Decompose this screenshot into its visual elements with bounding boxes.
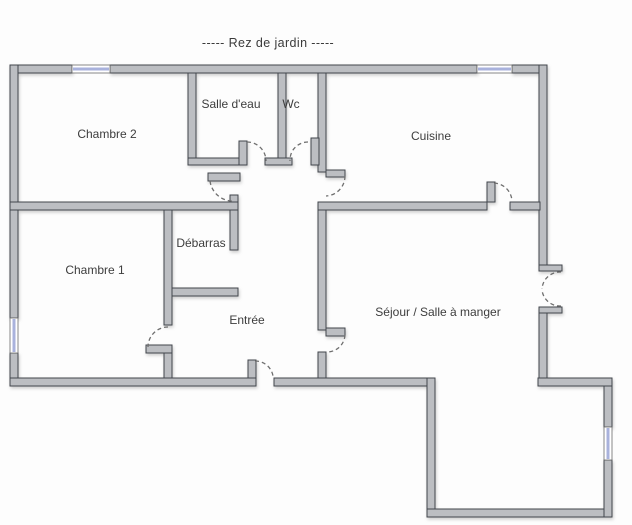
door-swing-arc	[541, 289, 562, 307]
door-swing-arc	[254, 360, 274, 377]
doors-layer	[147, 141, 562, 377]
wall-segment	[9, 377, 257, 387]
walls-layer	[9, 64, 613, 518]
wall-segment	[538, 306, 563, 314]
door-leaf	[207, 172, 241, 182]
wall-segment	[109, 64, 478, 74]
room-label-cuisine: Cuisine	[410, 129, 452, 143]
door-swing-arc	[289, 141, 309, 162]
wall-segment	[603, 384, 613, 428]
room-label-chambre-1: Chambre 1	[65, 263, 125, 277]
room-label-salle-deau: Salle d'eau	[201, 97, 261, 111]
wall-segment	[163, 287, 239, 297]
wall-segment	[426, 508, 613, 518]
wall-segment	[317, 351, 327, 379]
wall-segment	[163, 209, 173, 326]
wall-segment	[229, 194, 239, 203]
wall-segment	[603, 459, 613, 518]
wall-segment	[9, 64, 73, 74]
wall-segment	[163, 352, 173, 379]
wall-segment	[317, 209, 327, 331]
wall-segment	[273, 377, 436, 387]
door-leaf	[238, 140, 248, 166]
wall-segment	[509, 201, 541, 211]
wall-segment	[187, 72, 197, 166]
room-label-sejour-salle-a-manger: Séjour / Salle à manger	[375, 305, 501, 319]
door-swing-arc	[325, 175, 346, 197]
door-leaf	[310, 137, 320, 166]
windows-layer	[9, 64, 613, 461]
door-swing-arc	[493, 182, 513, 202]
door-leaf	[325, 169, 346, 178]
window-glass	[73, 67, 109, 71]
door-swing-arc	[541, 271, 562, 290]
wall-segment	[426, 377, 436, 518]
door-leaf	[247, 359, 257, 379]
wall-segment	[538, 312, 548, 379]
door-leaf	[145, 344, 173, 354]
room-label-entree: Entrée	[229, 313, 265, 327]
door-swing-arc	[246, 141, 267, 162]
window-glass	[606, 428, 610, 459]
plan-title: ----- Rez de jardin -----	[201, 36, 335, 50]
wall-segment	[9, 201, 239, 211]
door-leaf	[486, 181, 496, 203]
door-swing-arc	[209, 180, 233, 202]
window-glass	[12, 319, 16, 352]
wall-segment	[187, 157, 240, 166]
door-swing-arc	[326, 334, 346, 353]
wall-segment	[229, 209, 239, 251]
wall-segment	[9, 64, 19, 319]
window-glass	[478, 67, 511, 71]
wall-segment	[277, 72, 287, 159]
room-label-chambre-2: Chambre 2	[77, 127, 137, 141]
wall-segment	[538, 64, 548, 266]
room-label-wc: Wc	[282, 97, 300, 111]
door-leaf	[325, 327, 346, 337]
wall-segment	[537, 377, 613, 387]
wall-segment	[317, 72, 327, 173]
wall-segment	[538, 264, 563, 272]
door-swing-arc	[147, 326, 169, 348]
room-label-debarras: Débarras	[176, 236, 226, 250]
wall-segment	[264, 157, 293, 166]
wall-segment	[317, 201, 488, 211]
